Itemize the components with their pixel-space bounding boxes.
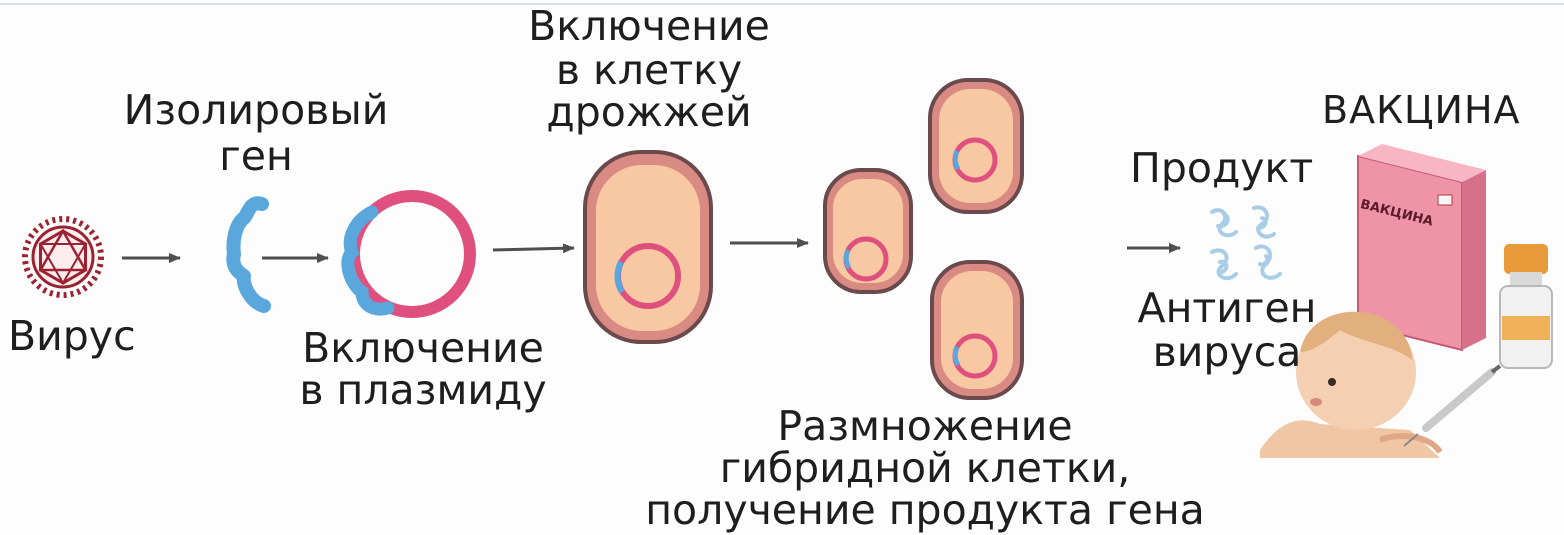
label-yeast-insertion-line-3: дрожжей bbox=[494, 94, 804, 130]
label-product: Продукт bbox=[1130, 150, 1313, 186]
syringe-icon bbox=[1404, 366, 1500, 446]
label-plasmid-insertion-line-1: Включение bbox=[278, 330, 568, 366]
label-propagation-line-3: получение продукта гена bbox=[610, 492, 1240, 528]
label-yeast-insertion-line-2: в клетку bbox=[494, 52, 804, 88]
label-plasmid-insertion-line-2: в плазмиду bbox=[278, 372, 568, 408]
vaccine-vial-icon bbox=[1500, 244, 1552, 368]
plasmid-icon bbox=[348, 196, 470, 312]
label-propagation-line-2: гибридной клетки, bbox=[610, 450, 1240, 486]
label-propagation-line-1: Размножение bbox=[610, 408, 1240, 444]
antigen-product-icon bbox=[1212, 207, 1280, 278]
label-antigen-line-2: вируса bbox=[1112, 334, 1342, 370]
gene-fragment-icon bbox=[233, 203, 264, 306]
label-virus: Вирус bbox=[8, 318, 136, 354]
label-isolated-gene-line-2: ген bbox=[108, 138, 404, 174]
virus-icon bbox=[25, 219, 101, 295]
arrow-plasmid-to-yeast bbox=[493, 248, 574, 250]
label-vaccine-heading: ВАКЦИНА bbox=[1322, 92, 1521, 128]
label-yeast-insertion-line-1: Включение bbox=[494, 8, 804, 44]
yeast-cell-icon bbox=[585, 152, 711, 342]
label-isolated-gene-line-1: Изолировый bbox=[108, 92, 404, 128]
label-antigen-line-1: Антиген bbox=[1112, 290, 1342, 326]
hybrid-cell-left-icon bbox=[825, 170, 911, 292]
hybrid-cell-bottom-icon bbox=[932, 262, 1022, 398]
hybrid-cell-top-icon bbox=[930, 80, 1022, 212]
